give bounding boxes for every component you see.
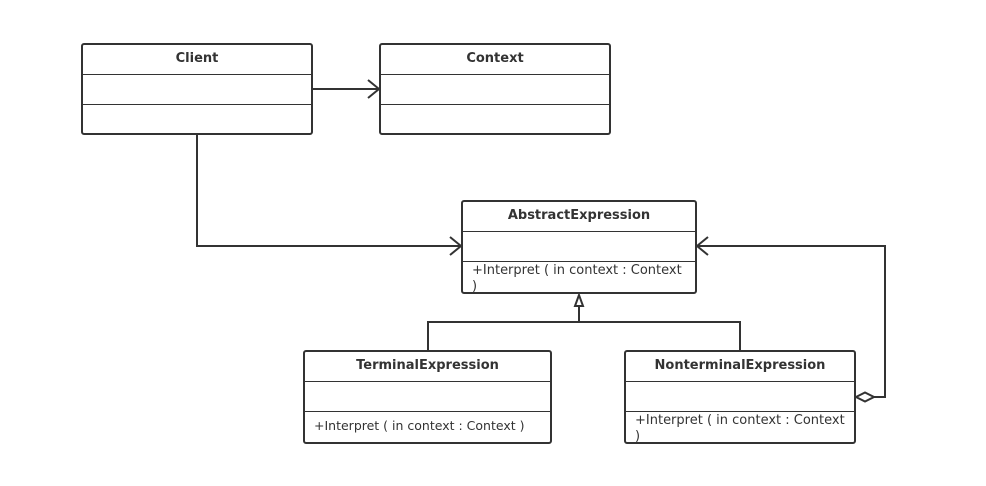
class-nonterminalexpression-operations: +Interpret ( in context : Context )	[635, 413, 845, 444]
class-abstractexpression-operations: +Interpret ( in context : Context )	[472, 263, 682, 294]
class-abstractexpression-attributes	[463, 232, 695, 262]
class-context-attributes	[381, 75, 609, 105]
class-terminalexpression-name: TerminalExpression	[305, 352, 550, 382]
generalization-triangle	[573, 292, 585, 307]
class-context-name: Context	[381, 45, 609, 75]
class-client-attributes	[83, 75, 311, 105]
client-to-abstractexpression-association	[196, 134, 461, 247]
class-context[interactable]: Context	[379, 43, 611, 135]
terminalexpression-generalization-line	[427, 321, 579, 351]
class-nonterminalexpression[interactable]: NonterminalExpression +Interpret ( in co…	[624, 350, 856, 444]
class-terminalexpression[interactable]: TerminalExpression +Interpret ( in conte…	[303, 350, 552, 444]
aggregation-diamond	[853, 391, 877, 403]
nonterminalexpression-aggregation-line	[697, 245, 886, 398]
class-terminalexpression-operations: +Interpret ( in context : Context )	[314, 418, 525, 433]
class-nonterminalexpression-attributes	[626, 382, 854, 412]
class-abstractexpression[interactable]: AbstractExpression +Interpret ( in conte…	[461, 200, 697, 294]
class-abstractexpression-name: AbstractExpression	[463, 202, 695, 232]
class-client-name: Client	[83, 45, 311, 75]
class-terminalexpression-attributes	[305, 382, 550, 412]
class-nonterminalexpression-name: NonterminalExpression	[626, 352, 854, 382]
class-client[interactable]: Client	[81, 43, 313, 135]
aggregation-arrowhead	[695, 236, 709, 256]
nonterminalexpression-generalization-line	[579, 321, 741, 351]
